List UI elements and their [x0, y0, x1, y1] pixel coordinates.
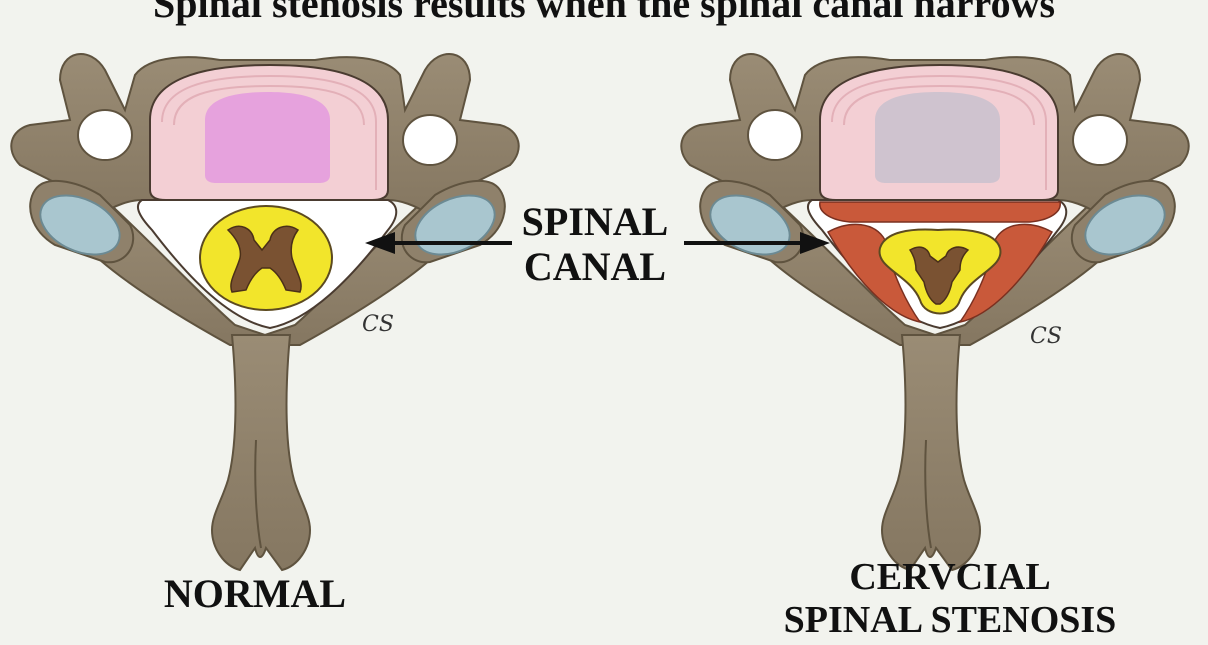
normal-nucleus	[205, 92, 330, 183]
page-title: Spinal stenosis results when the spinal …	[0, 0, 1208, 27]
spinal-canal-label-line2: CANAL	[500, 245, 690, 290]
spinal-canal-label-line1: SPINAL	[500, 200, 690, 245]
bulging-disc	[820, 202, 1060, 222]
normal-spinal-cord	[200, 206, 332, 310]
stenosis-caption: CERVCIAL SPINAL STENOSIS	[760, 556, 1140, 641]
artist-signature-left: CS	[362, 312, 394, 337]
artist-signature-right: CS	[1030, 324, 1062, 349]
normal-caption: NORMAL	[110, 572, 400, 617]
stenosis-vertebra	[681, 54, 1188, 570]
degenerated-nucleus	[875, 92, 1000, 183]
spinal-canal-label: SPINAL CANAL	[500, 200, 690, 290]
normal-vertebra	[11, 54, 518, 570]
stenosis-caption-line1: CERVCIAL	[760, 556, 1140, 599]
stenosis-caption-line2: SPINAL STENOSIS	[760, 599, 1140, 642]
